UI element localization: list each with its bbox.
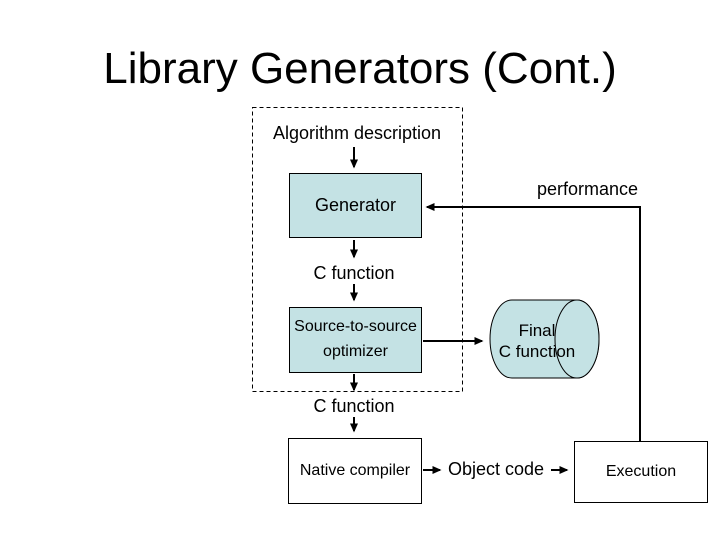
object-code-label: Object code [448,459,545,479]
performance-label: performance [537,179,639,199]
generator-box: Generator [289,173,422,238]
source-to-source-optimizer-box: Source-to-source optimizer [289,307,422,373]
algorithm-description-label: Algorithm description [272,123,442,143]
arrow-execution-performance-feedback-to-generator [425,203,641,441]
system-boundary-dashed-box [252,107,463,392]
c-function-label-bottom: C function [313,396,395,416]
c-function-label-top: C function [313,263,395,283]
final-c-function-cylinder-face [554,299,600,379]
execution-box: Execution [574,441,708,503]
final-c-function-label: Final C function [498,321,576,361]
slide-title: Library Generators (Cont.) [103,44,617,93]
native-compiler-box: Native compiler [288,438,422,504]
